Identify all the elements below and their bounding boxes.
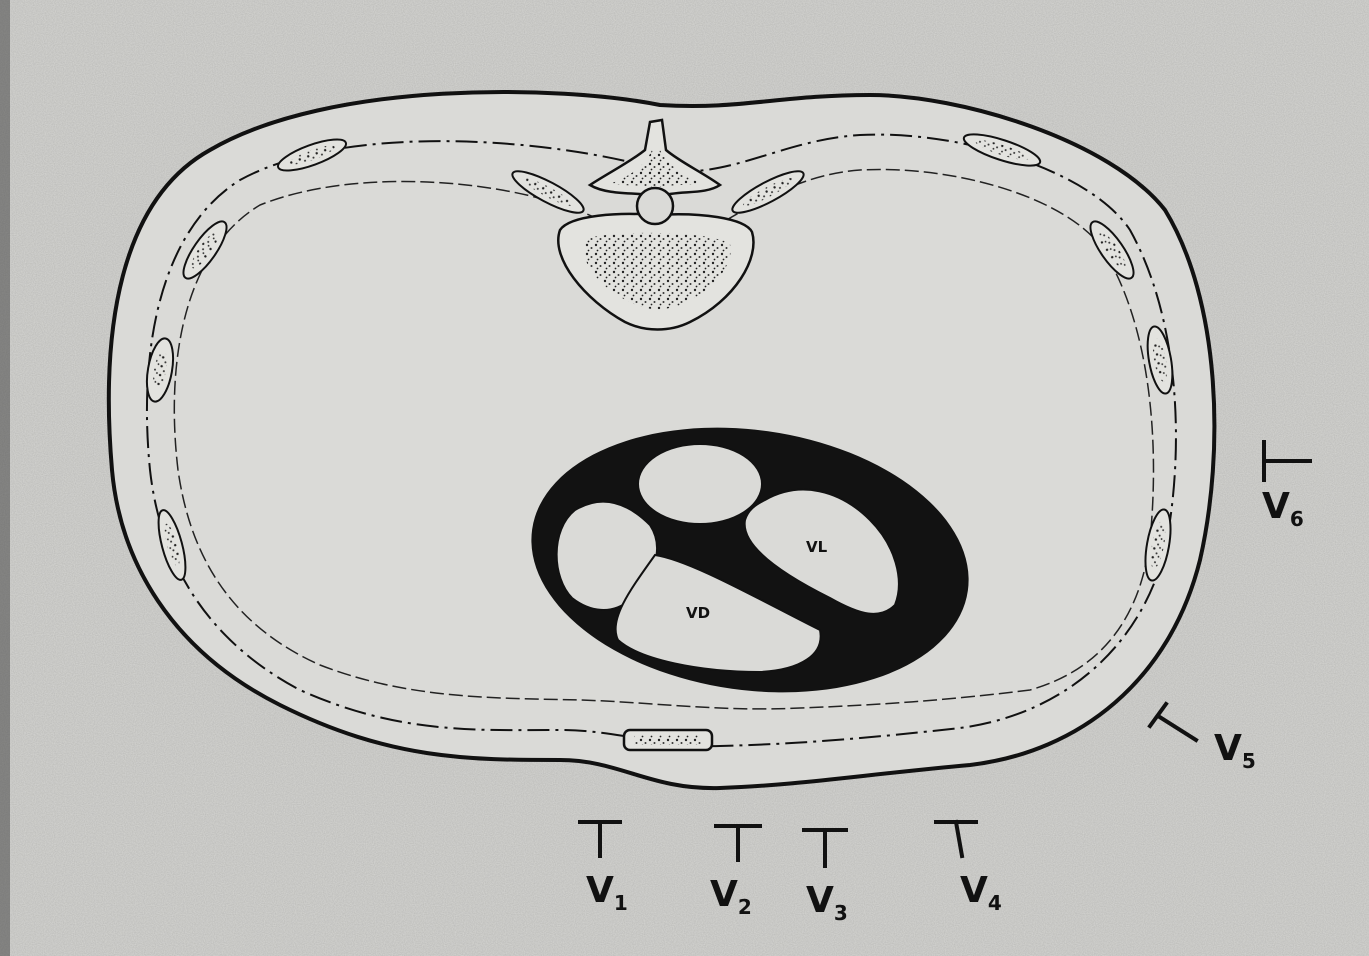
left-ventricle-label: VL <box>806 538 828 556</box>
right-ventricle-label: VD <box>686 604 710 622</box>
spinal-canal <box>637 188 673 224</box>
sternum <box>624 730 712 750</box>
left-dark-edge <box>0 0 10 956</box>
left-atrium <box>638 444 762 524</box>
